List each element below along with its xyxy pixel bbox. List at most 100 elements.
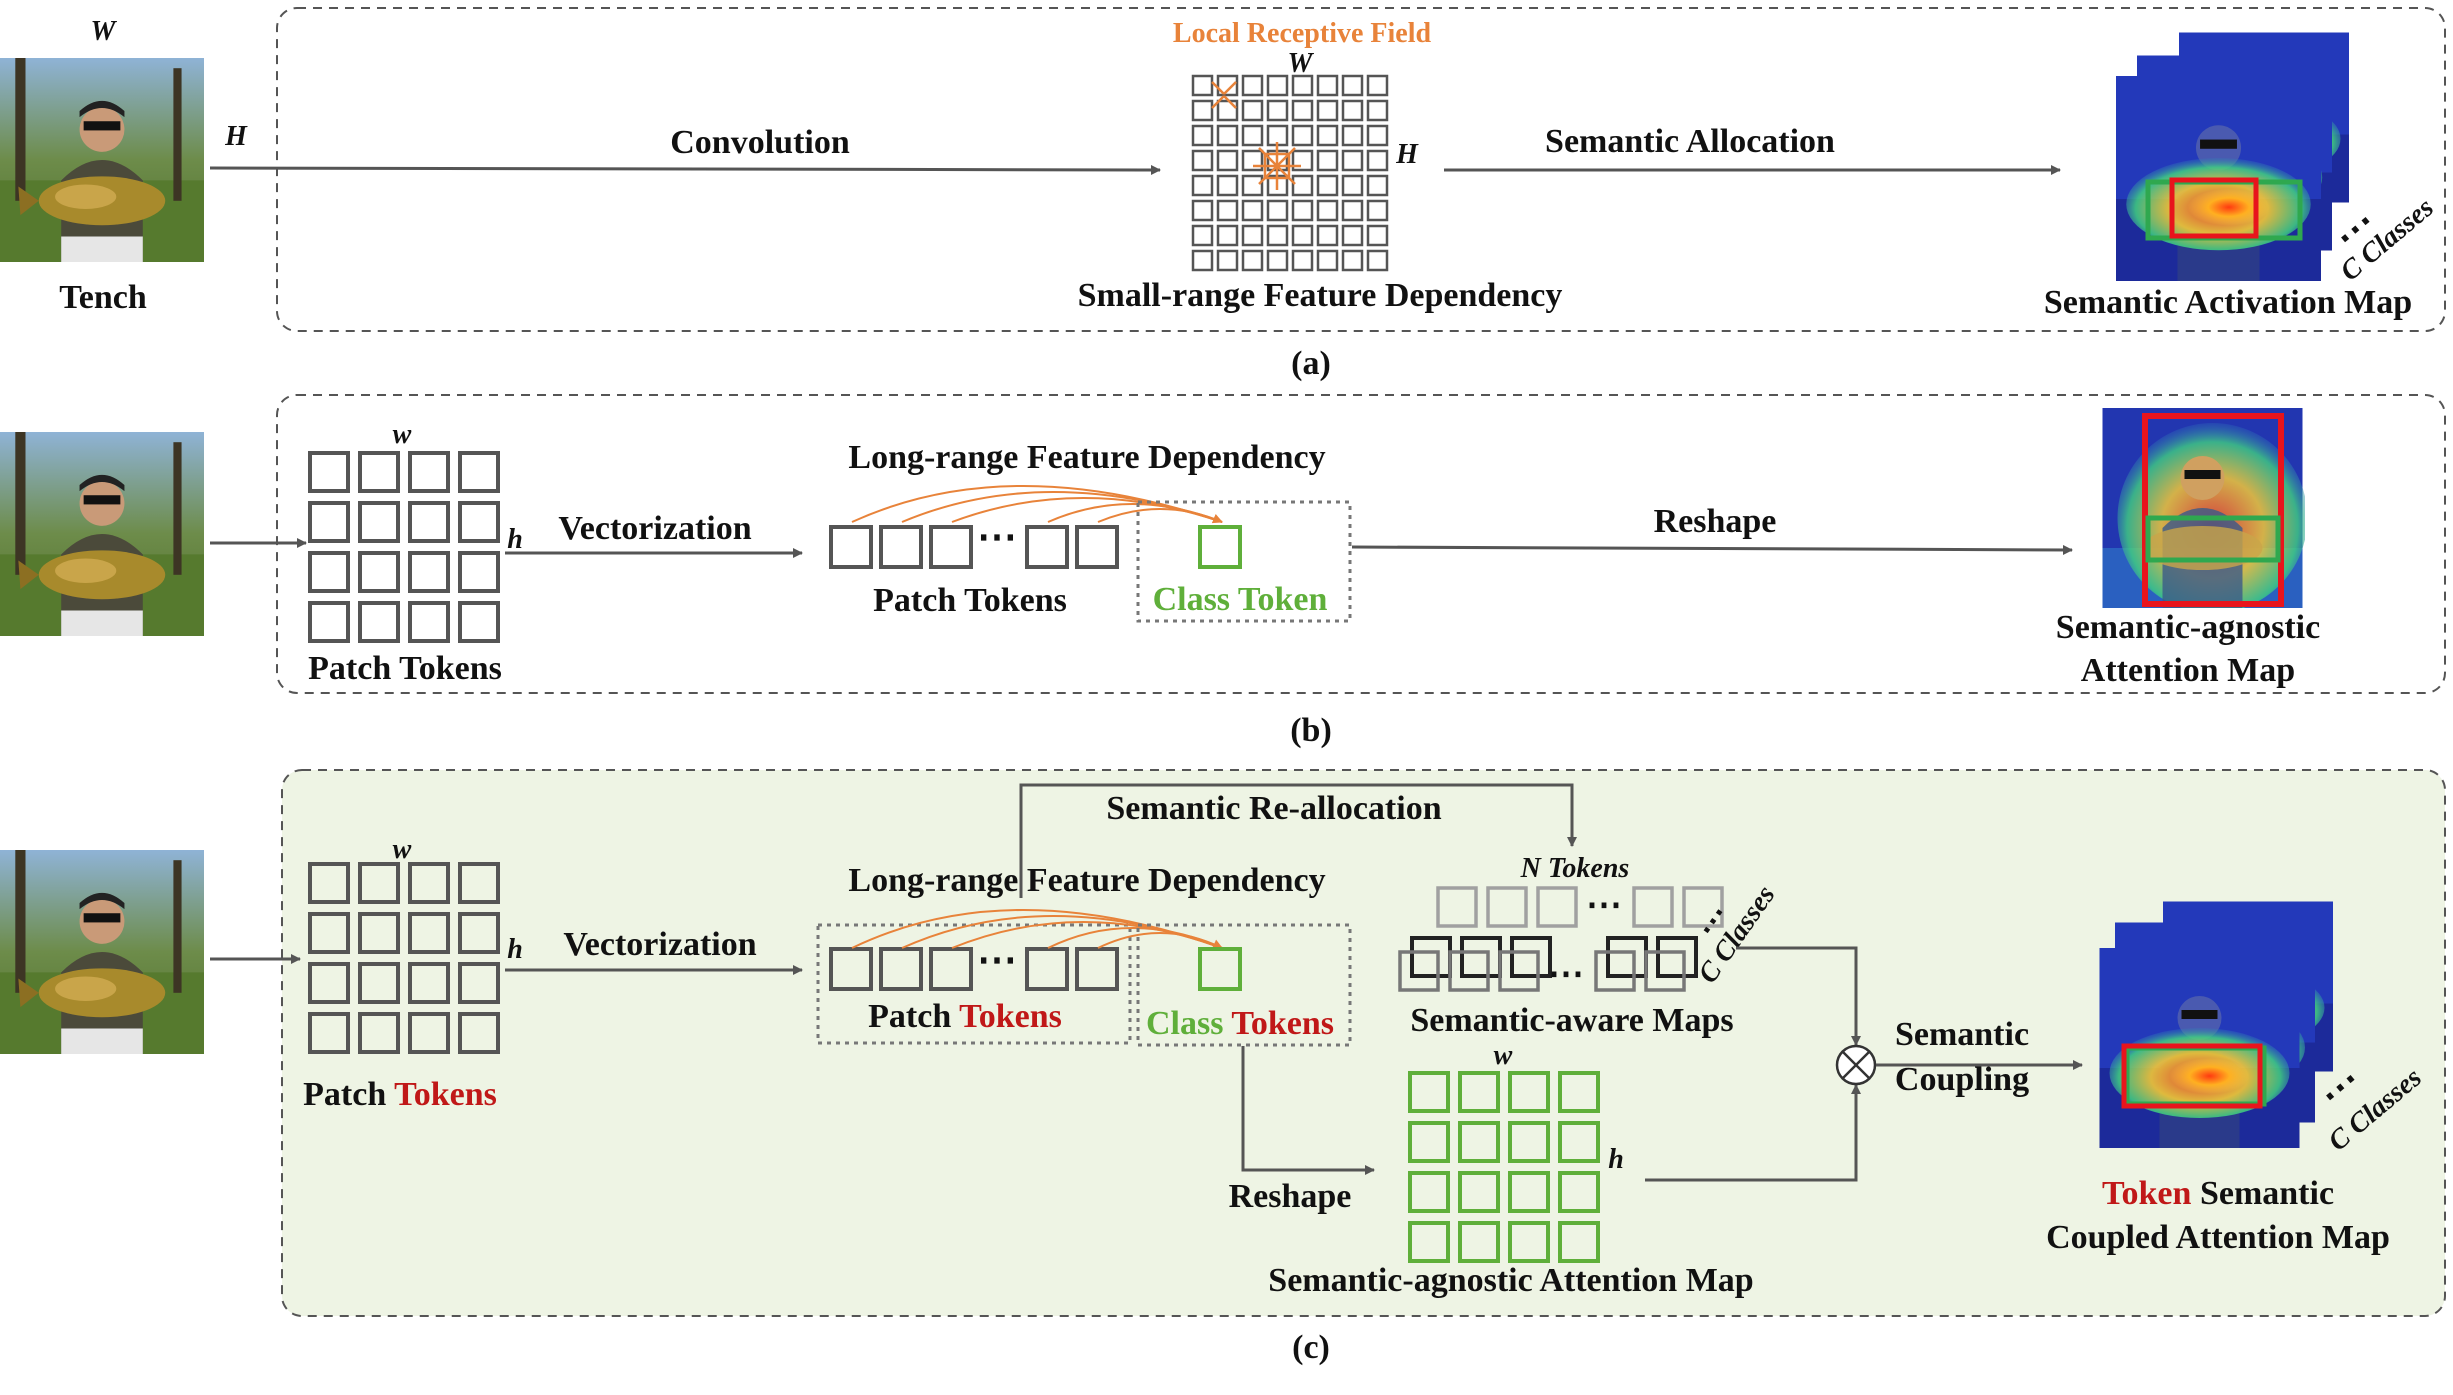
agnostic-map-label-c: Semantic-agnostic Attention Map [1268, 1262, 1753, 1299]
patch-grid-height-c: h [507, 934, 523, 965]
patch-token-row [829, 525, 1119, 569]
patch-token-cell [458, 501, 500, 543]
panel-a: W H Tench Convolution Local Receptive Fi… [0, 7, 2446, 382]
feature-cell [1216, 124, 1239, 147]
feature-cell [1366, 124, 1389, 147]
aware-token-dark [1656, 936, 1698, 978]
coupled-map-label-line2: Coupled Attention Map [2046, 1219, 2390, 1256]
patch-token-cell [308, 551, 350, 593]
feature-cell [1266, 249, 1289, 272]
feature-cell [1266, 99, 1289, 122]
patch-grid-width-c: w [393, 834, 412, 865]
agnostic-label-line2: Attention Map [2081, 652, 2295, 689]
patch-token [879, 947, 923, 991]
input-image-tench [0, 58, 204, 262]
feature-cell [1341, 249, 1364, 272]
panel-c-caption: (c) [1292, 1329, 1330, 1366]
patch-token-cell [408, 501, 450, 543]
input-image-label: Tench [59, 279, 147, 316]
patch-token-cell [358, 501, 400, 543]
patch-token [829, 947, 873, 991]
feature-cell [1341, 149, 1364, 172]
feature-cell [1316, 224, 1339, 247]
ellipsis-icon: ⋯ [977, 937, 1017, 982]
patch-token-cell [408, 551, 450, 593]
patch-token-cell [308, 601, 350, 643]
patch-token-cell [308, 862, 350, 904]
panel-b: w h Patch Tokens Vectorization Long-rang… [0, 394, 2446, 749]
red-bbox [2169, 177, 2259, 239]
feature-cell [1216, 174, 1239, 197]
patch-tokens-row-label-b: Patch Tokens [873, 582, 1067, 619]
attention-cell [1508, 1071, 1550, 1113]
feature-cell [1291, 99, 1314, 122]
feature-grid-width: W [1288, 48, 1315, 79]
patch-grid [308, 451, 500, 643]
receptive-field-arrows [1211, 81, 1301, 190]
feature-cell [1291, 124, 1314, 147]
input-image-b [0, 432, 204, 636]
receptive-field-label: Local Receptive Field [1173, 18, 1432, 49]
attention-cell [1408, 1171, 1450, 1213]
patch-token-cell [358, 551, 400, 593]
patch-token [929, 525, 973, 569]
input-width-label: W [91, 16, 118, 47]
class-token-label-c: Class Tokens [1146, 1005, 1334, 1042]
feature-cell [1191, 174, 1214, 197]
attention-cell [1558, 1171, 1600, 1213]
ellipsis-icon: ⋯ [977, 514, 1017, 559]
aware-token-front [1498, 950, 1540, 992]
convolution-label: Convolution [670, 124, 850, 161]
patch-token-cell [358, 601, 400, 643]
reshape-arrow-c [1241, 1046, 1375, 1175]
patch-token-cell [408, 912, 450, 954]
feature-cell [1366, 149, 1389, 172]
attention-cell [1408, 1221, 1450, 1263]
class-token-frame-c [1136, 923, 1352, 1047]
patch-token-row-c [829, 947, 1119, 991]
feature-cell [1316, 149, 1339, 172]
aware-maps-label: Semantic-aware Maps [1410, 1002, 1733, 1039]
re-allocation-label: Semantic Re-allocation [1106, 790, 1441, 827]
feature-cell [1241, 124, 1264, 147]
ellipsis-icon: ⋯ [1548, 953, 1584, 993]
feature-cell [1241, 149, 1264, 172]
aware-token-light [1536, 886, 1578, 928]
circled-times-icon [1835, 1044, 1877, 1086]
patch-token [1025, 947, 1069, 991]
patch-tokens-label-c: Patch Tokens [303, 1076, 497, 1113]
feature-cell [1366, 224, 1389, 247]
patch-grid-width: w [393, 419, 412, 450]
patch-token-cell [308, 1012, 350, 1054]
convolution-arrow [209, 164, 1161, 175]
feature-cell [1366, 174, 1389, 197]
feature-cell [1216, 224, 1239, 247]
feature-cell [1266, 199, 1289, 222]
attention-cell [1458, 1221, 1500, 1263]
feature-cell [1341, 224, 1364, 247]
aware-token-light [1632, 886, 1674, 928]
feature-cell [1316, 74, 1339, 97]
patch-token-cell [458, 451, 500, 493]
ellipsis-icon: ⋯ [1586, 884, 1622, 924]
attention-cell [1408, 1071, 1450, 1113]
patch-token-cell [408, 862, 450, 904]
re-allocation-arrow [1019, 783, 1577, 898]
feature-cell [1366, 99, 1389, 122]
agnostic-attention-grid [1408, 1071, 1600, 1263]
feature-cell [1216, 99, 1239, 122]
aware-token-light [1436, 886, 1478, 928]
feature-cell [1241, 74, 1264, 97]
coupled-map-label-line1: Token Semantic [2102, 1175, 2334, 1212]
patch-token [1075, 947, 1119, 991]
reshape-arrow-b [1351, 544, 2073, 555]
agnostic-label-line1: Semantic-agnostic [2056, 609, 2320, 646]
feature-cell [1366, 74, 1389, 97]
patch-grid-c [308, 862, 500, 1054]
patch-token-cell [358, 1012, 400, 1054]
feature-cell [1191, 199, 1214, 222]
patch-token-cell [308, 501, 350, 543]
coupling-label-line2: Coupling [1895, 1061, 2029, 1098]
aware-to-coupling-arrow [1736, 946, 1861, 1046]
class-token-label-b: Class Token [1153, 581, 1328, 618]
